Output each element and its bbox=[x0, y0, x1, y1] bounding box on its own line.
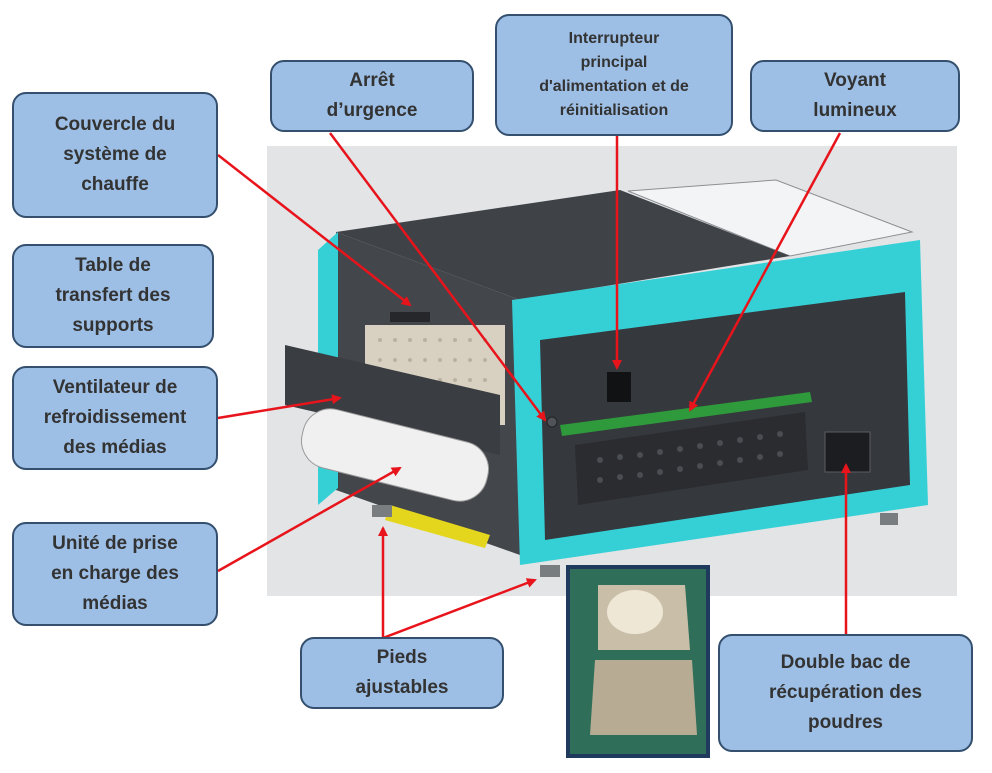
label-cooling-fan-text: Ventilateur de refroidissement des média… bbox=[44, 373, 187, 463]
inset-tray-lower bbox=[590, 660, 697, 735]
label-indicator-light: Voyant lumineux bbox=[750, 60, 960, 132]
label-heater-cover-text: Couvercle du système de chauffe bbox=[55, 110, 175, 200]
label-media-unit-text: Unité de prise en charge des médias bbox=[51, 529, 179, 619]
label-main-switch: Interrupteur principal d'alimentation et… bbox=[495, 14, 733, 136]
powder-drawer bbox=[825, 432, 870, 472]
label-adjustable-feet: Pieds ajustables bbox=[300, 637, 504, 709]
label-emergency-stop-text: Arrêt d’urgence bbox=[327, 66, 418, 126]
inset-powder bbox=[607, 590, 663, 634]
emergency-button bbox=[547, 417, 557, 427]
foot-left bbox=[372, 505, 392, 517]
label-main-switch-text: Interrupteur principal d'alimentation et… bbox=[539, 27, 689, 123]
label-emergency-stop: Arrêt d’urgence bbox=[270, 60, 474, 132]
label-media-unit: Unité de prise en charge des médias bbox=[12, 522, 218, 626]
heater-slot bbox=[390, 312, 430, 322]
label-indicator-light-text: Voyant lumineux bbox=[813, 66, 896, 126]
label-cooling-fan: Ventilateur de refroidissement des média… bbox=[12, 366, 218, 470]
label-transfer-table: Table de transfert des supports bbox=[12, 244, 214, 348]
label-powder-tray-text: Double bac de récupération des poudres bbox=[769, 648, 922, 738]
foot-right bbox=[880, 513, 898, 525]
label-adjustable-feet-text: Pieds ajustables bbox=[356, 643, 449, 703]
main-switch bbox=[607, 372, 631, 402]
label-powder-tray: Double bac de récupération des poudres bbox=[718, 634, 973, 752]
label-heater-cover: Couvercle du système de chauffe bbox=[12, 92, 218, 218]
foot-center bbox=[540, 565, 560, 577]
label-transfer-table-text: Table de transfert des supports bbox=[55, 251, 170, 341]
